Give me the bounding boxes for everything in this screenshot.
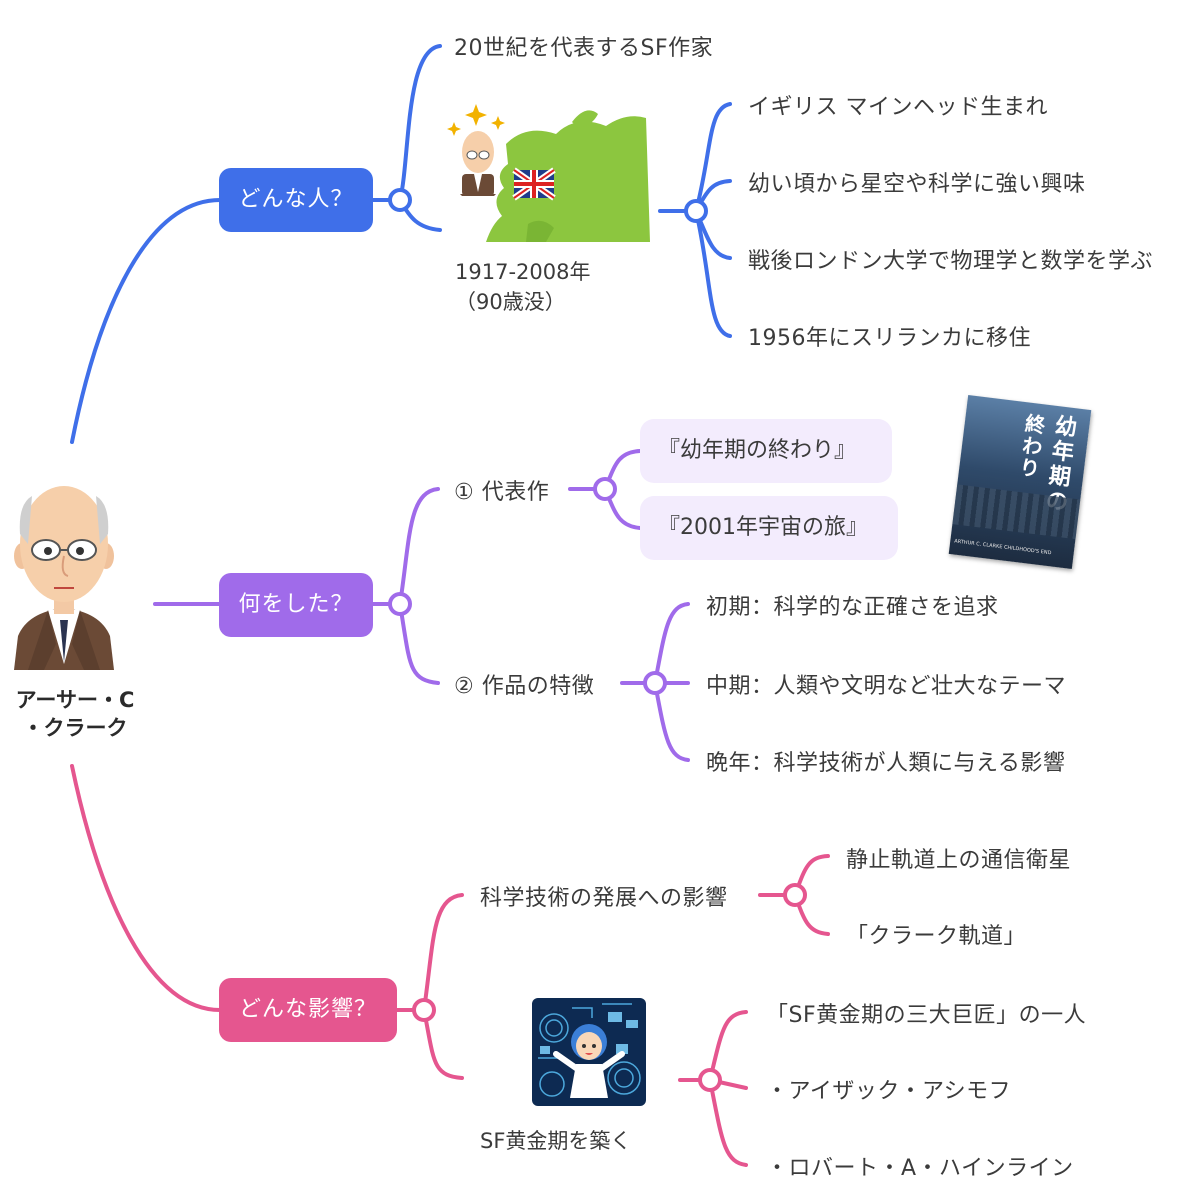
feature-middle[interactable]: 中期：人類や文明など壮大なテーマ xyxy=(706,674,1067,699)
feature-early[interactable]: 初期：科学的な正確さを追求 xyxy=(706,595,999,620)
leaf-big-three[interactable]: 「SF黄金期の三大巨匠」の一人 xyxy=(766,1003,1087,1028)
golden-age-caption[interactable]: SF黄金期を築く xyxy=(480,1129,632,1153)
junction-dot xyxy=(684,199,708,223)
union-jack-icon xyxy=(512,167,556,201)
life-age: （90歳没） xyxy=(455,290,566,314)
junction-dot xyxy=(412,998,436,1022)
junction-dot xyxy=(388,592,412,616)
leaf-sf-writer[interactable]: 20世紀を代表するSF作家 xyxy=(454,36,714,61)
leaf-satellite[interactable]: 静止軌道上の通信衛星 xyxy=(846,848,1072,873)
sf-cyber-illustration xyxy=(532,998,646,1106)
sparkle-icon xyxy=(447,104,505,136)
uk-map-illustration xyxy=(447,104,650,242)
leaf-born[interactable]: イギリス マインヘッド生まれ xyxy=(748,95,1048,120)
leaf-heinlein[interactable]: ・ロバート・A・ハインライン xyxy=(766,1156,1074,1181)
root-title: アーサー・C ・クラーク xyxy=(0,686,150,742)
root-title-line2: ・クラーク xyxy=(22,716,128,740)
topic-did[interactable]: 何をした？ xyxy=(219,573,373,637)
small-clarke-icon xyxy=(460,131,496,196)
root-title-line1: アーサー・C xyxy=(15,688,135,712)
book-subtitle-en: CHILDHOOD'S END xyxy=(1003,544,1052,557)
life-years-caption: 1917-2008年 （90歳没） xyxy=(455,257,590,317)
clarke-portrait xyxy=(14,486,114,670)
junction-dot xyxy=(388,188,412,212)
junction-dot xyxy=(593,477,617,501)
subtopic-major-works[interactable]: ① 代表作 xyxy=(454,480,550,505)
leaf-study[interactable]: 戦後ロンドン大学で物理学と数学を学ぶ xyxy=(748,249,1154,274)
feature-late[interactable]: 晩年：科学技術が人類に与える影響 xyxy=(706,751,1066,776)
leaf-asimov[interactable]: ・アイザック・アシモフ xyxy=(766,1079,1012,1104)
astronaut-girl-icon xyxy=(553,1024,625,1098)
book-cover-childhoods-end: 幼年期 の 終わり ARTHUR C. CLARKE CHILDHOOD'S E… xyxy=(948,395,1092,569)
junction-dot xyxy=(783,883,807,907)
topic-influence[interactable]: どんな影響？ xyxy=(219,978,397,1042)
leaf-moved[interactable]: 1956年にスリランカに移住 xyxy=(748,326,1031,351)
junction-dot xyxy=(643,671,667,695)
topic-who[interactable]: どんな人？ xyxy=(219,168,373,232)
subtopic-tech[interactable]: 科学技術の発展への影響 xyxy=(480,886,728,911)
subtopic-features[interactable]: ② 作品の特徴 xyxy=(454,674,595,699)
leaf-interest[interactable]: 幼い頃から星空や科学に強い興味 xyxy=(748,172,1086,197)
life-years: 1917-2008年 xyxy=(455,260,591,284)
junction-dot xyxy=(698,1068,722,1092)
book-author-en: ARTHUR C. CLARKE xyxy=(953,538,1003,551)
work-childhoods-end[interactable]: 『幼年期の終わり』 xyxy=(640,419,892,483)
work-2001[interactable]: 『2001年宇宙の旅』 xyxy=(640,496,898,560)
leaf-clarke-orbit[interactable]: 「クラーク軌道」 xyxy=(846,924,1027,949)
